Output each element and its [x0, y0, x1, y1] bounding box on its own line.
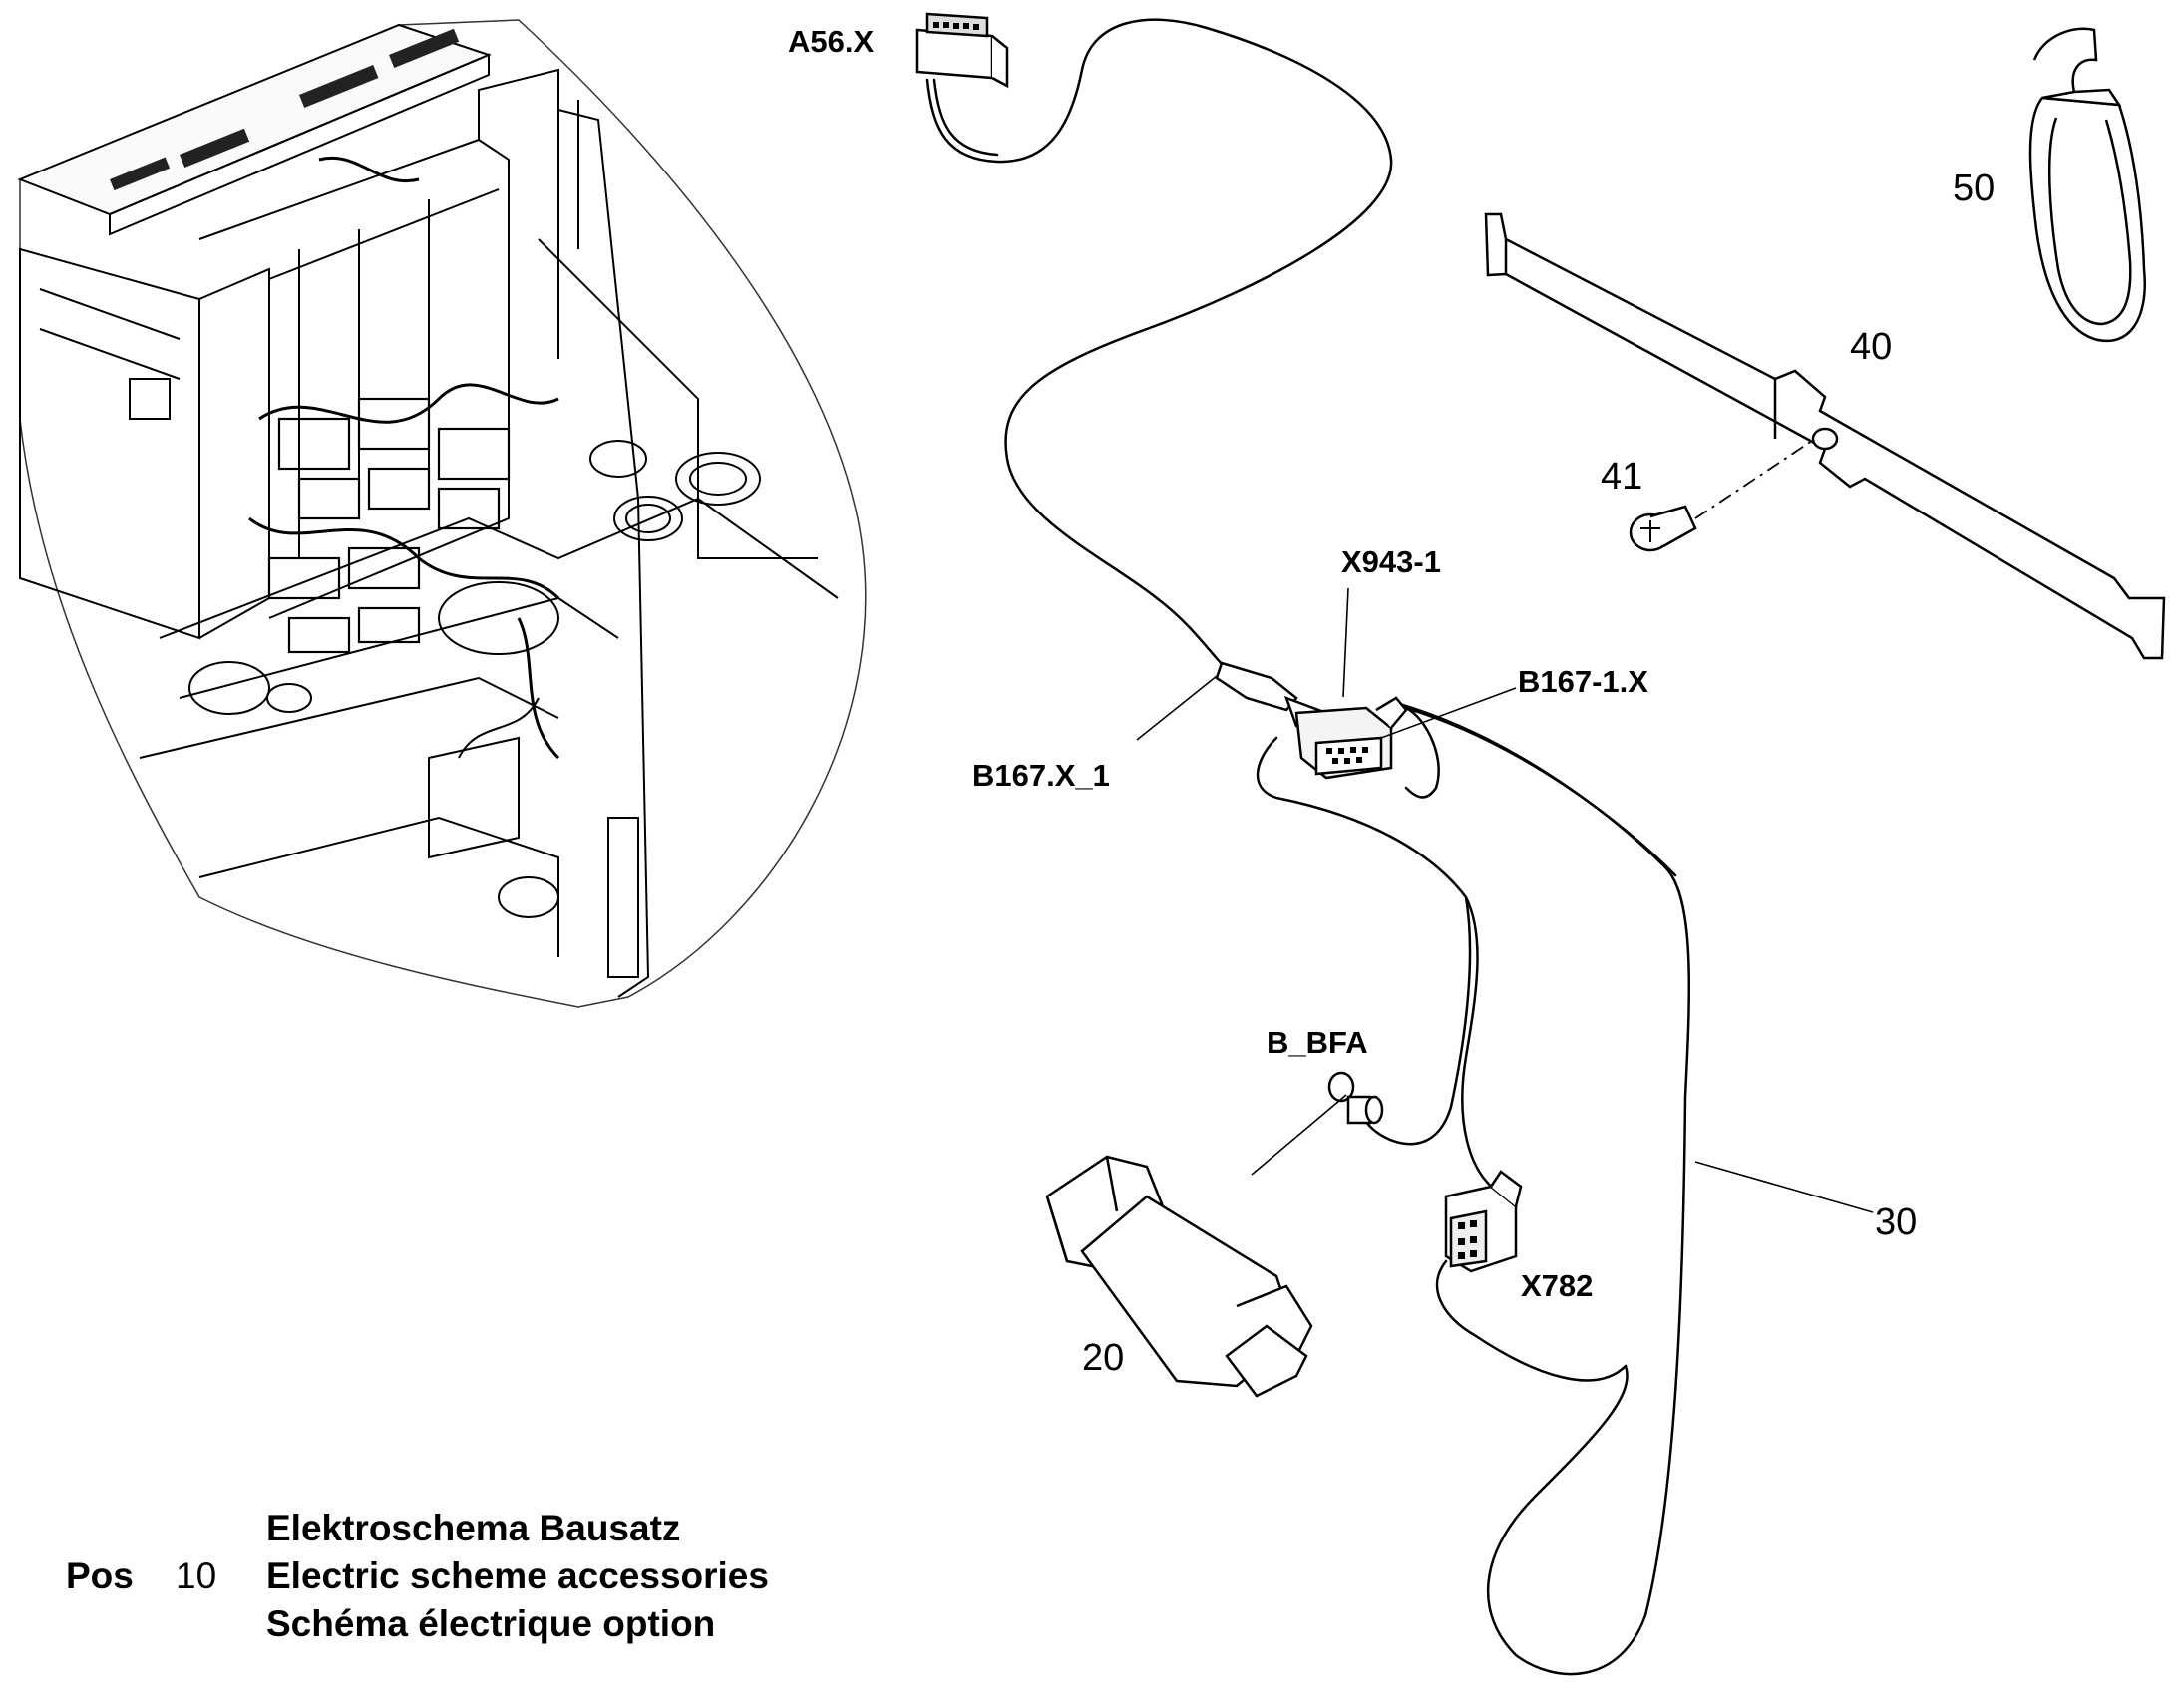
label-pos-41: 41 [1601, 456, 1643, 498]
screw-41 [1629, 438, 1816, 552]
label-b-bfa: B_BFA [1267, 1025, 1368, 1060]
leader-lines [1136, 587, 1874, 1213]
legend-line-en: Electric scheme accessories [266, 1555, 769, 1596]
connector-x782 [1444, 1170, 1523, 1273]
strap-50 [2028, 27, 2146, 343]
connector-cluster-x943 [1215, 661, 1408, 780]
pressure-switch-20 [1045, 1155, 1313, 1398]
bracket-40 [1484, 212, 2166, 660]
machine-overview-illustration [17, 19, 867, 1008]
label-a56x: A56.X [788, 24, 875, 59]
label-b167-1x: B167-1.X [1518, 664, 1648, 699]
label-b167x-1: B167.X_1 [972, 758, 1110, 793]
connector-a56x [915, 12, 1009, 89]
label-pos-40: 40 [1850, 326, 1893, 368]
label-pos-50: 50 [1953, 168, 1996, 209]
label-x782: X782 [1521, 1268, 1594, 1303]
legend-line-fr: Schéma électrique option [266, 1603, 716, 1644]
connector-b-bfa [1327, 1071, 1384, 1125]
legend-line-de: Elektroschema Bausatz [266, 1508, 681, 1548]
label-pos-20: 20 [1082, 1337, 1125, 1379]
label-x943-1: X943-1 [1341, 544, 1441, 579]
label-pos-30: 30 [1875, 1201, 1918, 1243]
legend-pos-label: Pos [66, 1555, 134, 1596]
legend-pos-number: 10 [176, 1555, 217, 1596]
wiring-harness-30 [925, 18, 1691, 1676]
